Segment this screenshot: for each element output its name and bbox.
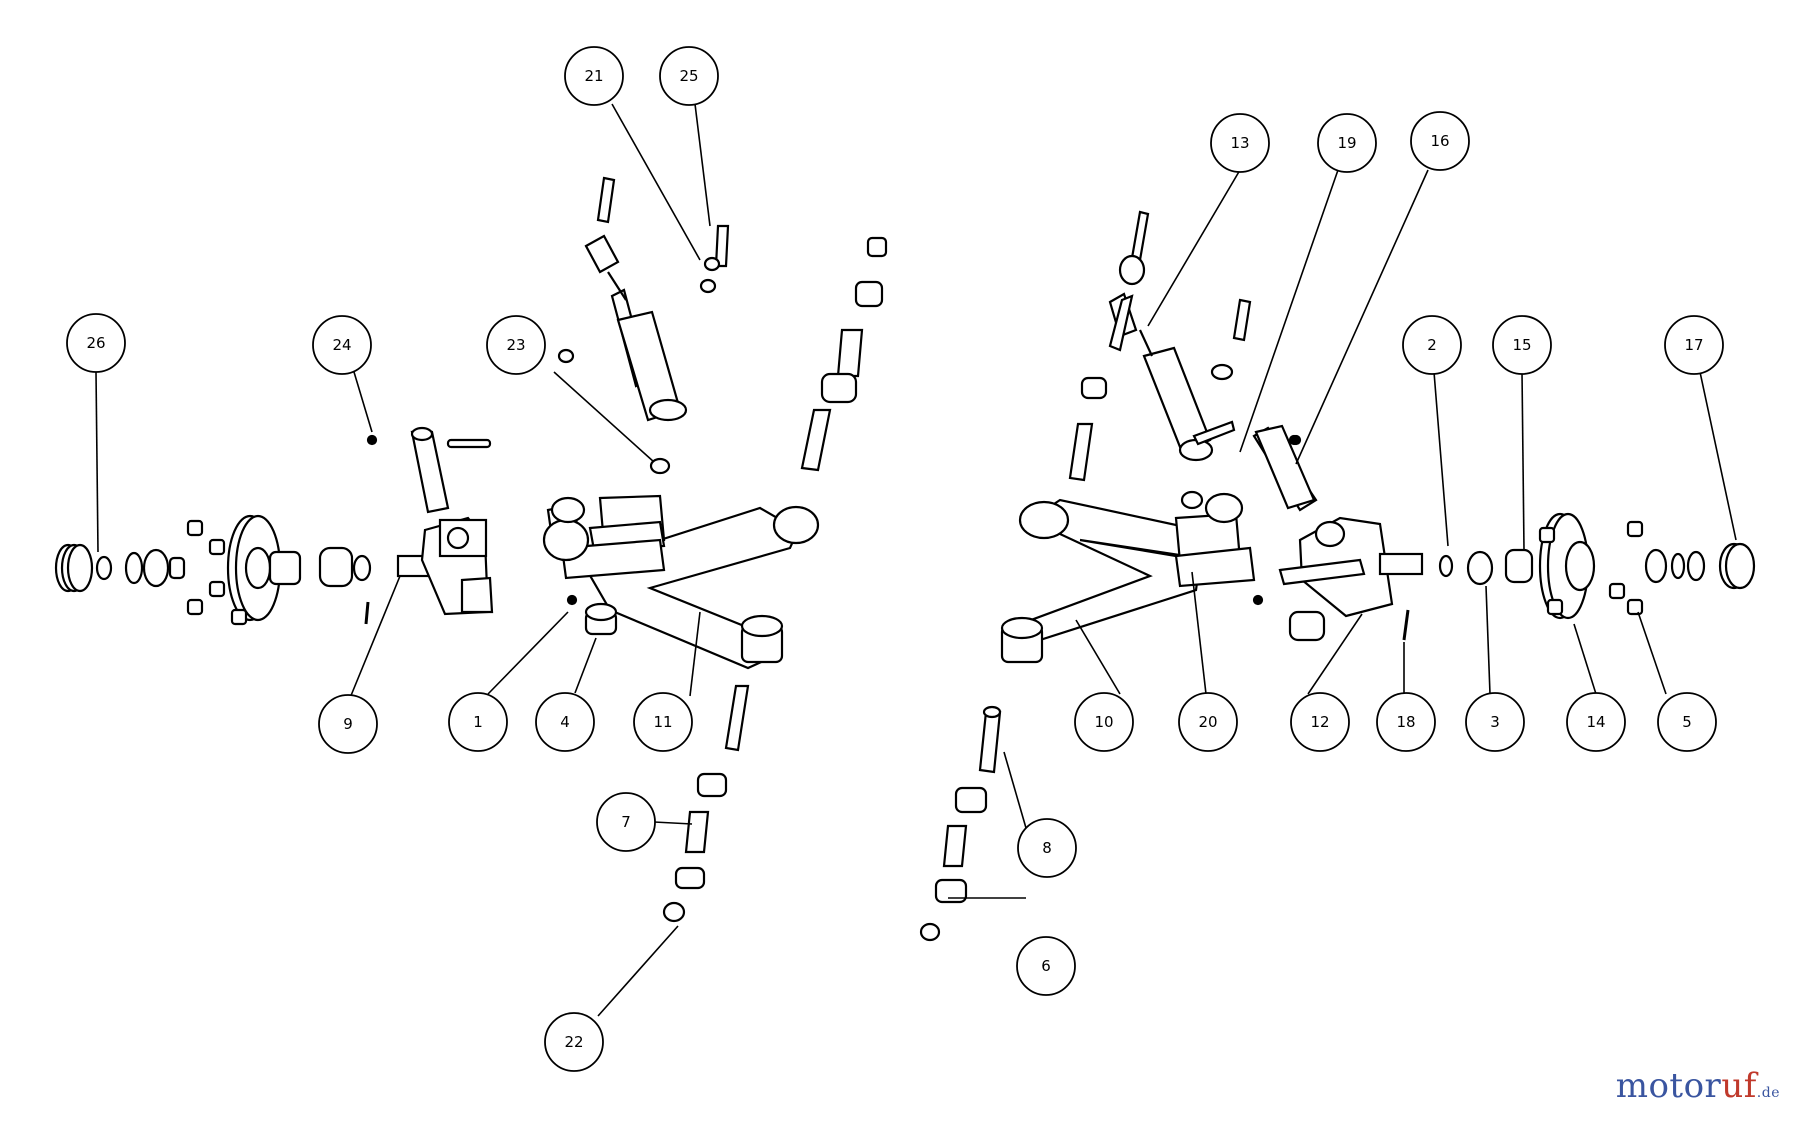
leader-lines [95, 103, 1737, 1017]
left-arm-bushing [584, 602, 618, 636]
callout-6: 6 [1016, 936, 1076, 996]
callout-19: 19 [1317, 113, 1377, 173]
callout-12: 12 [1290, 692, 1350, 752]
left-wheel-hub [186, 514, 302, 626]
svg-text:8: 8 [1042, 839, 1052, 857]
watermark-suffix: .de [1756, 1085, 1780, 1101]
left-bearings [95, 548, 186, 588]
left-shock-absorber [584, 176, 688, 422]
left-kingpin [410, 426, 492, 514]
callout-17: 17 [1664, 315, 1724, 375]
left-upper-bushings [800, 236, 888, 472]
left-hub-cap [54, 543, 94, 593]
svg-text:18: 18 [1396, 713, 1415, 731]
svg-text:20: 20 [1198, 713, 1217, 731]
right-a-arm [1000, 490, 1256, 664]
svg-text:10: 10 [1094, 713, 1113, 731]
right-nuts [1068, 376, 1108, 482]
callout-21: 21 [564, 46, 624, 106]
callout-23: 23 [486, 315, 546, 375]
callout-1: 1 [448, 692, 508, 752]
right-shock-absorber [1108, 210, 1236, 462]
svg-text:24: 24 [332, 336, 351, 354]
watermark-logo: motoruf.de [1616, 1066, 1780, 1106]
svg-text:11: 11 [653, 713, 672, 731]
svg-text:7: 7 [621, 813, 631, 831]
svg-text:4: 4 [560, 713, 570, 731]
svg-text:26: 26 [86, 334, 105, 352]
watermark-part1: motor [1615, 1066, 1722, 1106]
right-upper-bolts [1210, 298, 1316, 510]
callout-13: 13 [1210, 113, 1270, 173]
callout-3: 3 [1465, 692, 1525, 752]
svg-text:16: 16 [1430, 132, 1449, 150]
svg-text:17: 17 [1684, 336, 1703, 354]
left-nuts [557, 256, 721, 475]
watermark-part2: uf [1721, 1066, 1757, 1106]
callout-15: 15 [1492, 315, 1552, 375]
svg-text:15: 15 [1512, 336, 1531, 354]
callout-5: 5 [1657, 692, 1717, 752]
callout-24: 24 [312, 315, 372, 375]
callout-7: 7 [596, 792, 656, 852]
callout-10: 10 [1074, 692, 1134, 752]
svg-text:12: 12 [1310, 713, 1329, 731]
callout-22: 22 [544, 1012, 604, 1072]
callout-20: 20 [1178, 692, 1238, 752]
right-hub-bearings [1438, 548, 1534, 586]
right-wheel-hub [1538, 512, 1644, 620]
callout-18: 18 [1376, 692, 1436, 752]
svg-text:1: 1 [473, 713, 483, 731]
svg-text:23: 23 [506, 336, 525, 354]
svg-text:21: 21 [584, 67, 603, 85]
right-lower-bolt [919, 705, 1002, 942]
callout-9: 9 [318, 694, 378, 754]
svg-text:25: 25 [679, 67, 698, 85]
svg-text:19: 19 [1337, 134, 1356, 152]
callout-25: 25 [659, 46, 719, 106]
svg-text:3: 3 [1490, 713, 1500, 731]
svg-text:6: 6 [1041, 957, 1051, 975]
callout-4: 4 [535, 692, 595, 752]
svg-text:14: 14 [1586, 713, 1605, 731]
callout-26: 26 [66, 313, 126, 373]
left-lower-bolt [662, 684, 750, 923]
left-bolt-upper [714, 224, 730, 268]
callout-16: 16 [1410, 111, 1470, 171]
callout-11: 11 [633, 692, 693, 752]
svg-text:5: 5 [1682, 713, 1692, 731]
svg-text:2: 2 [1427, 336, 1437, 354]
callout-14: 14 [1566, 692, 1626, 752]
svg-text:9: 9 [343, 715, 353, 733]
callout-8: 8 [1017, 818, 1077, 878]
left-spindle [396, 516, 494, 616]
callout-2: 2 [1402, 315, 1462, 375]
svg-text:22: 22 [564, 1033, 583, 1051]
right-hub-cap [1644, 542, 1756, 590]
svg-text:13: 13 [1230, 134, 1249, 152]
left-a-arm [542, 494, 820, 670]
left-spindle-bearing [318, 546, 372, 588]
right-spindle [1252, 516, 1424, 642]
